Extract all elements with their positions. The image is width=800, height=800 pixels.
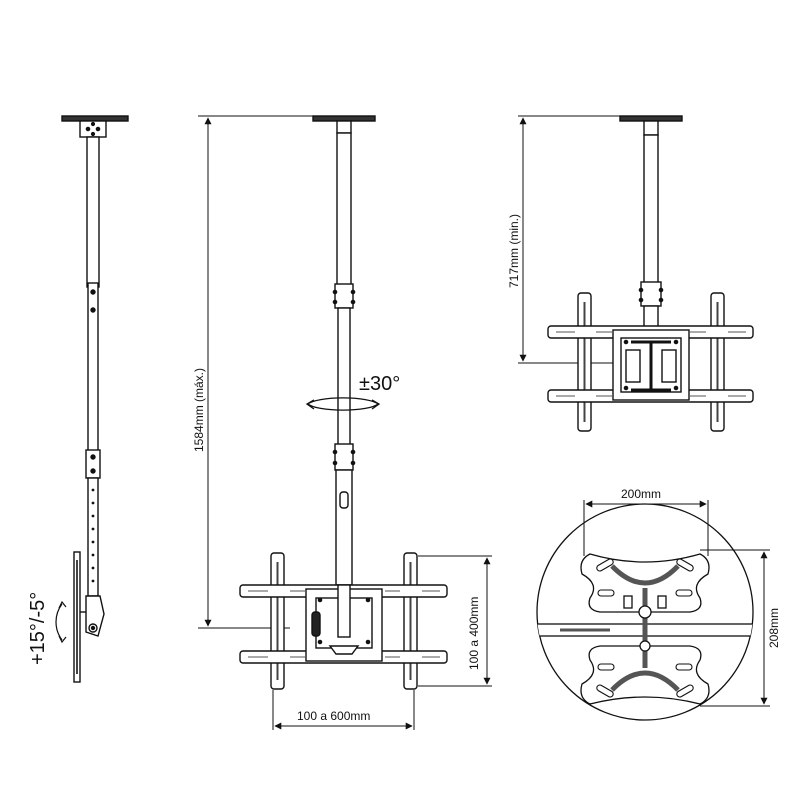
height-range-label: 100 a 400mm (467, 597, 481, 670)
plate-height-label: 208mm (767, 608, 781, 648)
plate-detail-view (536, 503, 754, 721)
front-view (239, 115, 448, 690)
plate-width-dimension (583, 500, 709, 556)
height-max-dimension (198, 115, 335, 629)
width-range-dimension (272, 690, 415, 730)
height-min-label: 717mm (min.) (507, 214, 521, 288)
rotation-label: ±30° (359, 373, 400, 395)
height-range-dimension (418, 555, 492, 687)
plate-height-dimension (700, 549, 770, 707)
tilt-label: +15°/-5° (27, 592, 49, 665)
side-view (55, 115, 129, 683)
height-max-label: 1584mm (máx.) (192, 368, 206, 452)
width-range-label: 100 a 600mm (297, 709, 370, 723)
plate-width-label: 200mm (621, 487, 661, 501)
min-height-view (547, 115, 754, 432)
